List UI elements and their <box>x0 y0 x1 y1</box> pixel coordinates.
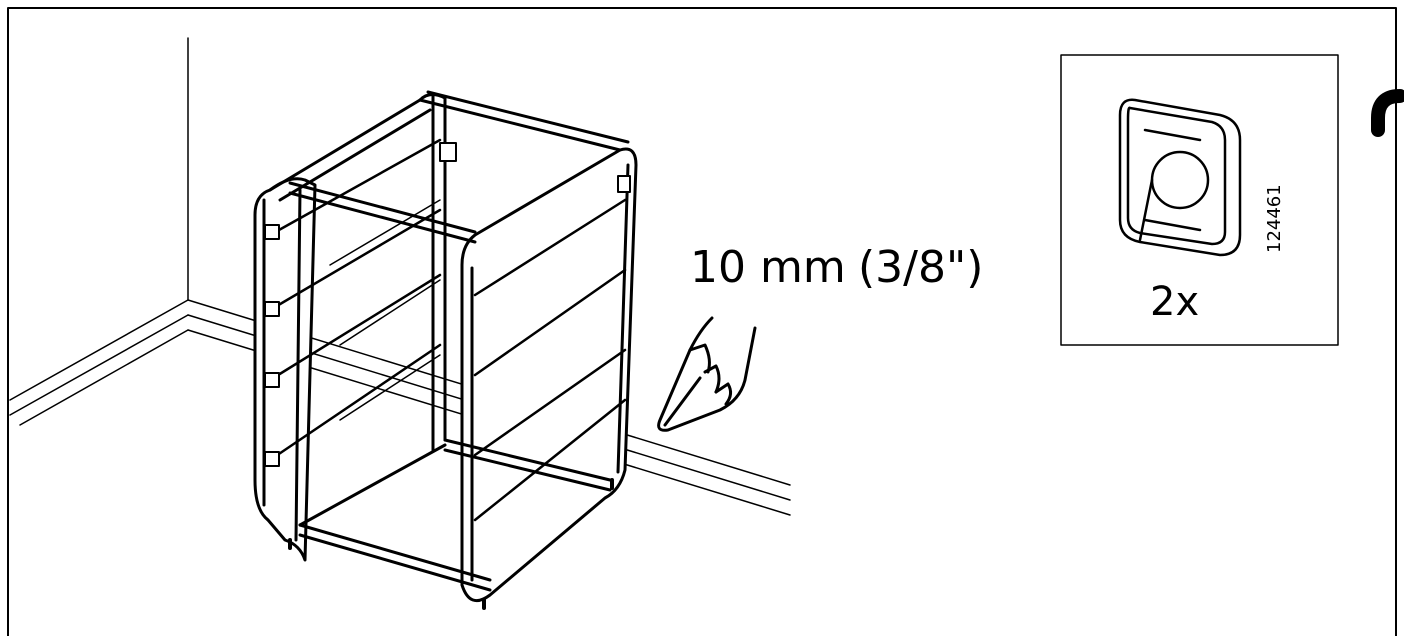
part-box: 124461 2x <box>1060 54 1339 346</box>
part-quantity: 2x <box>1150 279 1199 325</box>
room-corner <box>9 37 791 516</box>
part-number: 124461 <box>1264 184 1285 253</box>
page-border <box>7 7 1397 636</box>
plastic-clip-part-icon <box>1118 98 1242 257</box>
spacing-imperial-label: (3/8") <box>858 242 983 293</box>
page-edge-mark <box>1371 89 1404 137</box>
drawer-frame-illustration <box>253 90 638 610</box>
pointing-hand-icon <box>657 316 757 432</box>
spacing-label: 10 mm <box>690 242 846 293</box>
